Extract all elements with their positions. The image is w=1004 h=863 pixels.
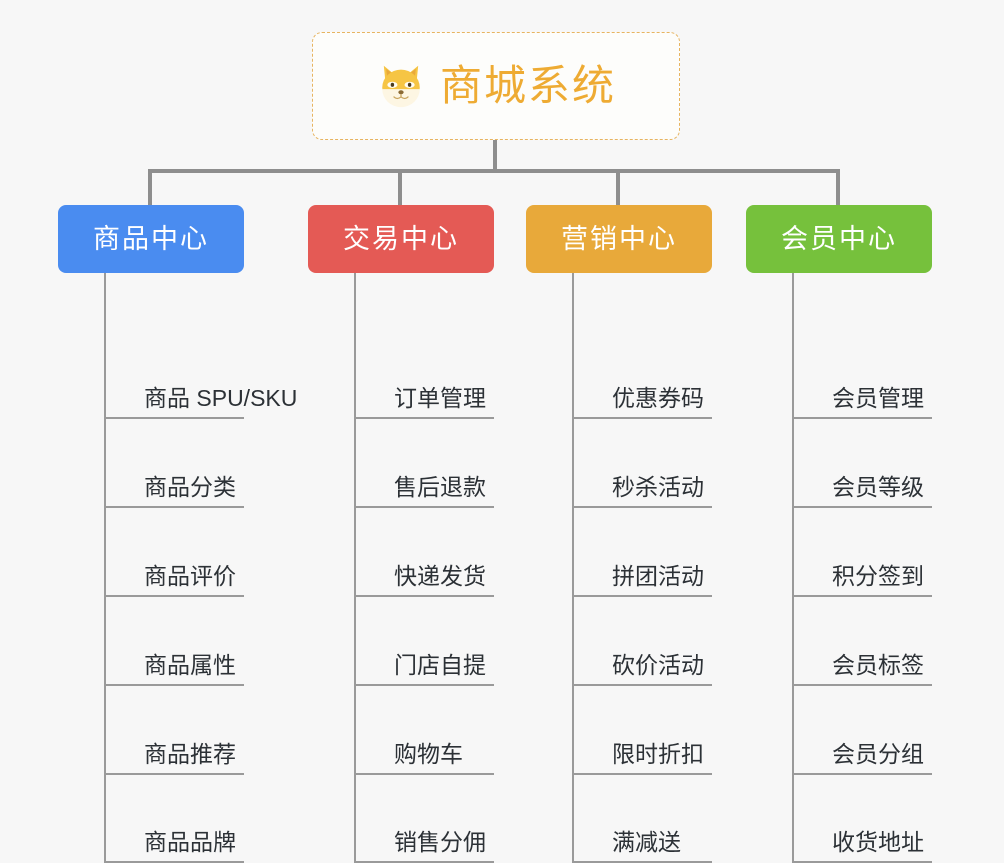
leaf-label: 购物车 bbox=[394, 741, 463, 767]
leaf-label: 商品分类 bbox=[144, 474, 236, 500]
branch-column-1: 商品中心 商品 SPU/SKU 商品分类 商品评价 商品属性 商品推荐 商品品牌 bbox=[58, 205, 297, 863]
list-item[interactable]: 积分签到 bbox=[794, 508, 932, 597]
connector-category-stem bbox=[792, 273, 794, 330]
leaf-item-list: 会员管理 会员等级 积分签到 会员标签 会员分组 收货地址 bbox=[792, 330, 932, 863]
list-item[interactable]: 拼团活动 bbox=[574, 508, 712, 597]
leaf-label: 订单管理 bbox=[394, 385, 486, 411]
leaf-item-list: 优惠券码 秒杀活动 拼团活动 砍价活动 限时折扣 满减送 bbox=[572, 330, 712, 863]
root-node-mall-system[interactable]: 商城系统 bbox=[312, 32, 680, 140]
connector-drop-4 bbox=[836, 169, 840, 205]
list-item[interactable]: 商品 SPU/SKU bbox=[106, 330, 297, 419]
leaf-label: 砍价活动 bbox=[612, 652, 704, 678]
list-item[interactable]: 优惠券码 bbox=[574, 330, 712, 419]
leaf-label: 会员标签 bbox=[832, 652, 924, 678]
list-item[interactable]: 限时折扣 bbox=[574, 686, 712, 775]
connector-drop-3 bbox=[616, 169, 620, 205]
leaf-label: 会员管理 bbox=[832, 385, 924, 411]
leaf-label: 快递发货 bbox=[394, 563, 486, 589]
category-box-marketing-center[interactable]: 营销中心 bbox=[526, 205, 712, 273]
category-box-trade-center[interactable]: 交易中心 bbox=[308, 205, 494, 273]
connector-horizontal-bus bbox=[148, 169, 840, 173]
list-item[interactable]: 售后退款 bbox=[356, 419, 494, 508]
leaf-label: 秒杀活动 bbox=[612, 474, 704, 500]
connector-category-stem bbox=[104, 273, 106, 330]
leaf-item-list: 商品 SPU/SKU 商品分类 商品评价 商品属性 商品推荐 商品品牌 bbox=[104, 330, 297, 863]
list-item[interactable]: 商品属性 bbox=[106, 597, 244, 686]
leaf-label: 满减送 bbox=[612, 829, 681, 855]
leaf-label: 售后退款 bbox=[394, 474, 486, 500]
list-item[interactable]: 秒杀活动 bbox=[574, 419, 712, 508]
branch-column-3: 营销中心 优惠券码 秒杀活动 拼团活动 砍价活动 限时折扣 满减送 bbox=[526, 205, 712, 863]
category-label: 会员中心 bbox=[781, 223, 897, 254]
leaf-label: 会员分组 bbox=[832, 741, 924, 767]
connector-root-vertical bbox=[493, 140, 497, 172]
category-label: 营销中心 bbox=[561, 223, 677, 254]
connector-category-stem bbox=[572, 273, 574, 330]
leaf-label: 门店自提 bbox=[394, 652, 486, 678]
leaf-label: 商品 SPU/SKU bbox=[144, 385, 298, 411]
list-item[interactable]: 订单管理 bbox=[356, 330, 494, 419]
list-item[interactable]: 商品分类 bbox=[106, 419, 244, 508]
list-item[interactable]: 会员等级 bbox=[794, 419, 932, 508]
list-item[interactable]: 销售分佣 bbox=[356, 775, 494, 863]
branch-column-2: 交易中心 订单管理 售后退款 快递发货 门店自提 购物车 销售分佣 bbox=[308, 205, 494, 863]
list-item[interactable]: 满减送 bbox=[574, 775, 712, 863]
leaf-label: 商品评价 bbox=[144, 563, 236, 589]
list-item[interactable]: 购物车 bbox=[356, 686, 494, 775]
leaf-label: 会员等级 bbox=[832, 474, 924, 500]
connector-category-stem bbox=[354, 273, 356, 330]
leaf-label: 收货地址 bbox=[832, 829, 924, 855]
leaf-label: 商品品牌 bbox=[144, 829, 236, 855]
list-item[interactable]: 商品推荐 bbox=[106, 686, 244, 775]
leaf-label: 商品推荐 bbox=[144, 741, 236, 767]
category-label: 商品中心 bbox=[93, 223, 209, 254]
list-item[interactable]: 商品品牌 bbox=[106, 775, 244, 863]
root-title: 商城系统 bbox=[439, 62, 616, 109]
list-item[interactable]: 收货地址 bbox=[794, 775, 932, 863]
connector-drop-2 bbox=[398, 169, 402, 205]
category-box-product-center[interactable]: 商品中心 bbox=[58, 205, 244, 273]
leaf-label: 积分签到 bbox=[832, 563, 924, 589]
list-item[interactable]: 快递发货 bbox=[356, 508, 494, 597]
mindmap-canvas: 商城系统 商品中心 商品 SPU/SKU 商品分类 商品评价 商品属性 商品推荐… bbox=[58, 32, 932, 863]
list-item[interactable]: 门店自提 bbox=[356, 597, 494, 686]
leaf-label: 商品属性 bbox=[144, 652, 236, 678]
leaf-label: 拼团活动 bbox=[612, 563, 704, 589]
list-item[interactable]: 砍价活动 bbox=[574, 597, 712, 686]
category-label: 交易中心 bbox=[343, 223, 459, 254]
list-item[interactable]: 会员管理 bbox=[794, 330, 932, 419]
connector-drop-1 bbox=[148, 169, 152, 205]
leaf-label: 销售分佣 bbox=[394, 829, 486, 855]
list-item[interactable]: 商品评价 bbox=[106, 508, 244, 597]
leaf-label: 限时折扣 bbox=[612, 741, 704, 767]
leaf-label: 优惠券码 bbox=[612, 385, 704, 411]
list-item[interactable]: 会员分组 bbox=[794, 686, 932, 775]
shiba-dog-face-icon bbox=[376, 61, 426, 111]
list-item[interactable]: 会员标签 bbox=[794, 597, 932, 686]
category-box-member-center[interactable]: 会员中心 bbox=[746, 205, 932, 273]
leaf-item-list: 订单管理 售后退款 快递发货 门店自提 购物车 销售分佣 bbox=[354, 330, 494, 863]
branch-column-4: 会员中心 会员管理 会员等级 积分签到 会员标签 会员分组 收货地址 bbox=[746, 205, 932, 863]
